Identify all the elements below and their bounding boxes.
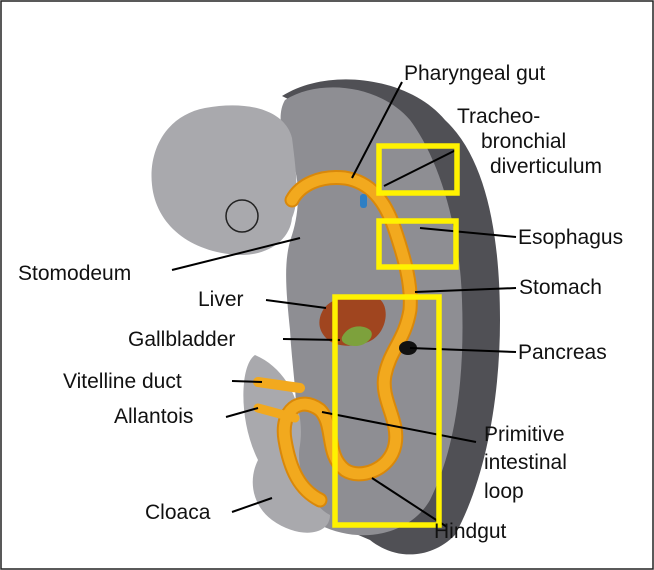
vesicle-circle [226, 200, 258, 232]
label-vitelline-duct: Vitelline duct [63, 370, 182, 393]
label-tracheo-1: Tracheo- [457, 105, 540, 128]
label-primitive-3: loop [484, 480, 524, 503]
label-pancreas: Pancreas [518, 341, 607, 364]
label-hindgut: Hindgut [434, 520, 507, 543]
bronchial-bud [360, 194, 367, 208]
vitelline-duct-tube [258, 382, 300, 388]
label-tracheo-3: diverticulum [490, 155, 602, 178]
label-stomach: Stomach [519, 276, 602, 299]
label-primitive-2: intestinal [484, 451, 567, 474]
label-allantois: Allantois [114, 405, 193, 428]
label-stomodeum: Stomodeum [18, 262, 131, 285]
label-liver: Liver [198, 288, 244, 311]
label-primitive-1: Primitive [484, 423, 565, 446]
label-gallbladder: Gallbladder [128, 328, 235, 351]
label-esophagus: Esophagus [518, 226, 623, 249]
label-cloaca: Cloaca [145, 501, 211, 524]
label-pharyngeal-gut: Pharyngeal gut [404, 62, 545, 85]
label-tracheo-2: bronchial [481, 130, 566, 153]
